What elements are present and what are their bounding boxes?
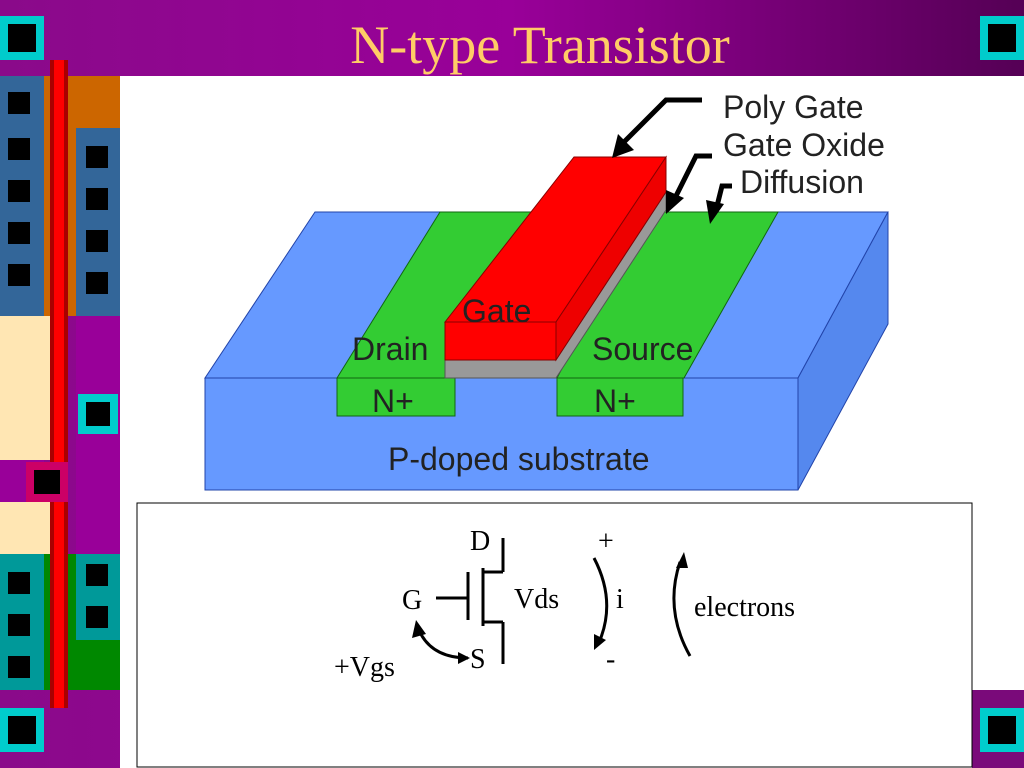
label-drain-n-plus: N+ bbox=[372, 383, 414, 419]
vgs-arrow-tail-head bbox=[458, 652, 470, 664]
current-arrow bbox=[592, 557, 609, 641]
schematic-vgs: +Vgs bbox=[334, 652, 395, 683]
left-decoration bbox=[0, 60, 120, 708]
schematic-electrons: electrons bbox=[694, 592, 795, 623]
label-source: Source bbox=[592, 331, 693, 367]
arrow-head-oxide bbox=[666, 190, 684, 214]
electrons-arrow bbox=[672, 561, 692, 657]
corner-decorations bbox=[0, 16, 1024, 768]
mosfet-symbol bbox=[436, 538, 505, 664]
schematic-gate: G bbox=[402, 585, 422, 616]
schematic-plus: + bbox=[598, 526, 614, 557]
poly-gate-front bbox=[444, 321, 557, 361]
vgs-arrow-head bbox=[412, 620, 426, 638]
schematic-source: S bbox=[470, 644, 486, 675]
current-arrow-head bbox=[594, 634, 606, 650]
callout-gate-oxide: Gate Oxide bbox=[723, 127, 885, 163]
schematic-drain: D bbox=[470, 526, 490, 557]
label-gate: Gate bbox=[462, 293, 531, 329]
schematic-current: i bbox=[616, 584, 624, 615]
slide-title: N-type Transistor bbox=[350, 15, 730, 75]
callout-poly-gate: Poly Gate bbox=[723, 89, 864, 125]
electrons-arrow-head bbox=[676, 552, 688, 568]
substrate-front bbox=[204, 377, 799, 491]
label-drain: Drain bbox=[352, 331, 428, 367]
arrow-head-poly bbox=[612, 134, 634, 158]
callout-arrows bbox=[620, 97, 732, 211]
drain-n-region bbox=[336, 377, 456, 417]
source-n-region bbox=[556, 377, 684, 417]
label-source-n-plus: N+ bbox=[594, 383, 636, 419]
schematic-vds: Vds bbox=[514, 584, 559, 615]
label-substrate: P-doped substrate bbox=[388, 441, 650, 477]
schematic-minus: - bbox=[606, 644, 615, 675]
schematic-box bbox=[136, 502, 973, 768]
arrow-head-diffusion bbox=[706, 200, 724, 224]
callout-diffusion: Diffusion bbox=[740, 164, 864, 200]
